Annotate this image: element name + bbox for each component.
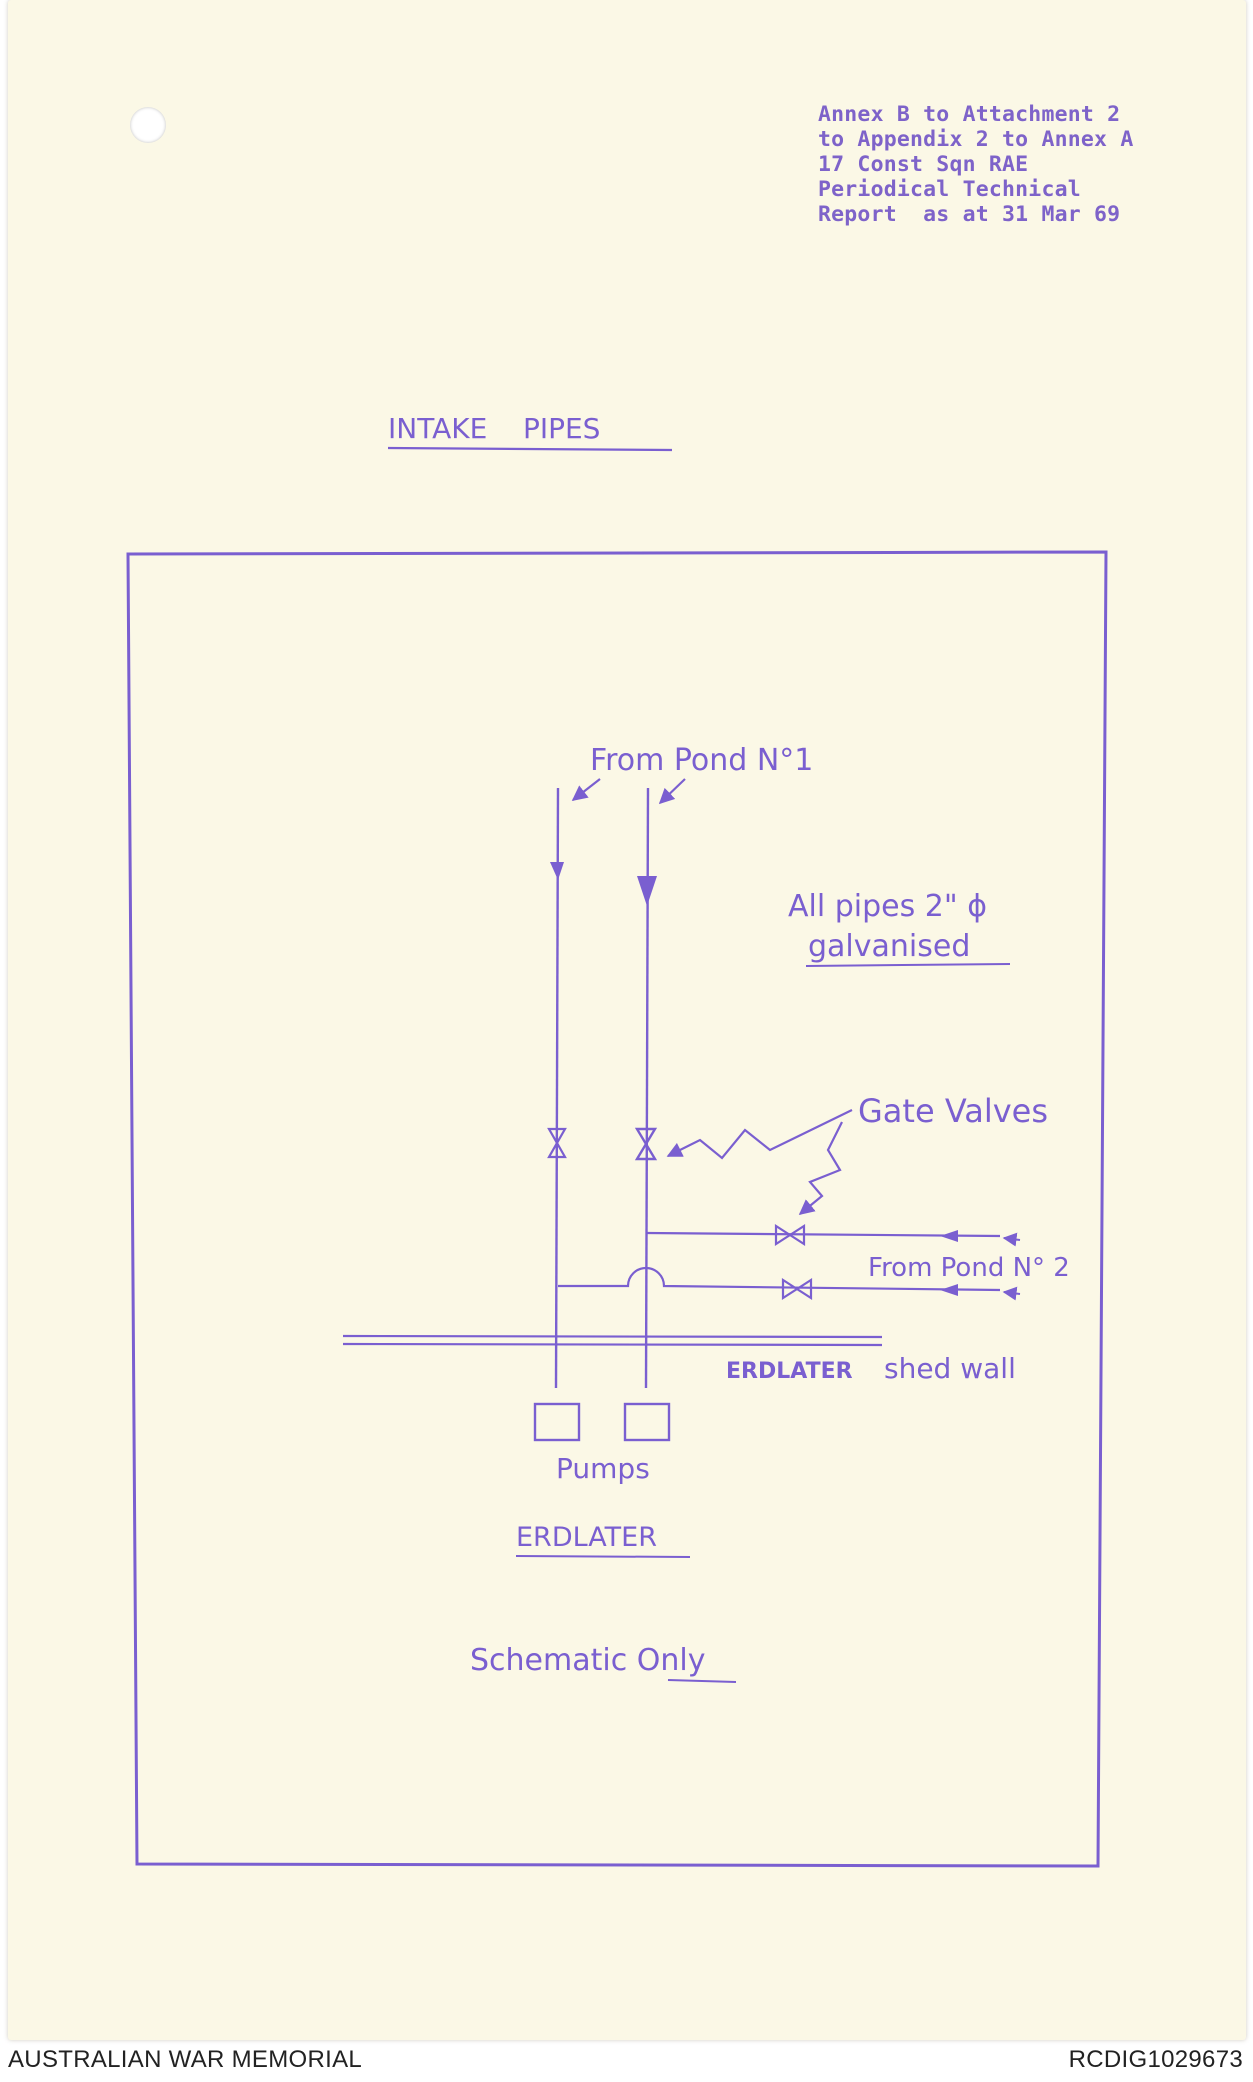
annex-stamp: Annex B to Attachment 2 to Appendix 2 to… — [818, 102, 1238, 227]
stamp-line-1: Annex B to Attachment 2 — [818, 102, 1121, 127]
label-from-pond-1: From Pond N°1 — [590, 743, 813, 778]
pump-left — [533, 1402, 581, 1442]
pipes-note-underline — [805, 963, 1011, 967]
gate-valves-leader-2 — [798, 1121, 843, 1215]
pond-2-pointer-lower — [1002, 1286, 1021, 1301]
shed-wall-line-2 — [342, 1342, 883, 1347]
branch-lower — [558, 1266, 1001, 1292]
footer-record-id: RCDIG1029673 — [1068, 2046, 1243, 2073]
pump-right — [623, 1402, 671, 1442]
footer-archive-name: AUSTRALIAN WAR MEMORIAL — [8, 2046, 363, 2073]
label-schematic-note: Schematic Only — [470, 1643, 705, 1678]
label-gate-valves: Gate Valves — [858, 1092, 1048, 1130]
label-erdlater: ERDLATER — [516, 1522, 657, 1553]
gate-valve-lower-branch — [781, 1277, 813, 1301]
flow-arrow-lower-branch — [940, 1284, 958, 1296]
gate-valve-right — [634, 1127, 658, 1161]
flow-arrow-right — [637, 876, 657, 906]
gate-valve-left — [547, 1127, 567, 1159]
title-underline — [387, 446, 673, 452]
label-pipes-note-line1: All pipes 2" ϕ — [788, 889, 987, 924]
stamp-line-5: Report as at 31 Mar 69 — [818, 202, 1121, 227]
gate-valve-upper-branch — [774, 1223, 806, 1247]
branch-upper — [646, 1231, 1001, 1238]
gate-valves-leader-1 — [666, 1109, 853, 1160]
paper-sheet — [8, 0, 1246, 2040]
pond-1-pointer-right — [658, 778, 686, 805]
stamp-line-4: Periodical Technical — [818, 177, 1081, 202]
shed-wall-line-1 — [342, 1334, 883, 1339]
label-pipes-note-line2: galvanised — [808, 929, 970, 964]
pond-2-pointer-upper — [1002, 1232, 1021, 1247]
punch-hole — [130, 107, 166, 143]
label-from-pond-2: From Pond N° 2 — [868, 1253, 1070, 1283]
stamp-line-2: to Appendix 2 to Annex A — [818, 127, 1134, 152]
label-shed-wall-name: ERDLATER — [726, 1359, 853, 1384]
erdlater-underline — [515, 1555, 691, 1558]
schematic-note-underline — [667, 1679, 737, 1683]
stamp-line-3: 17 Const Sqn RAE — [818, 152, 1029, 177]
pond-1-pointer-left — [571, 778, 601, 801]
pipe-left — [554, 787, 560, 1389]
label-pumps: Pumps — [556, 1452, 650, 1485]
flow-arrow-left — [550, 862, 564, 880]
diagram-title: INTAKE PIPES — [388, 412, 600, 445]
label-shed-wall: shed wall — [884, 1352, 1016, 1385]
flow-arrow-upper-branch — [940, 1230, 958, 1242]
diagram-frame — [126, 550, 1108, 1868]
